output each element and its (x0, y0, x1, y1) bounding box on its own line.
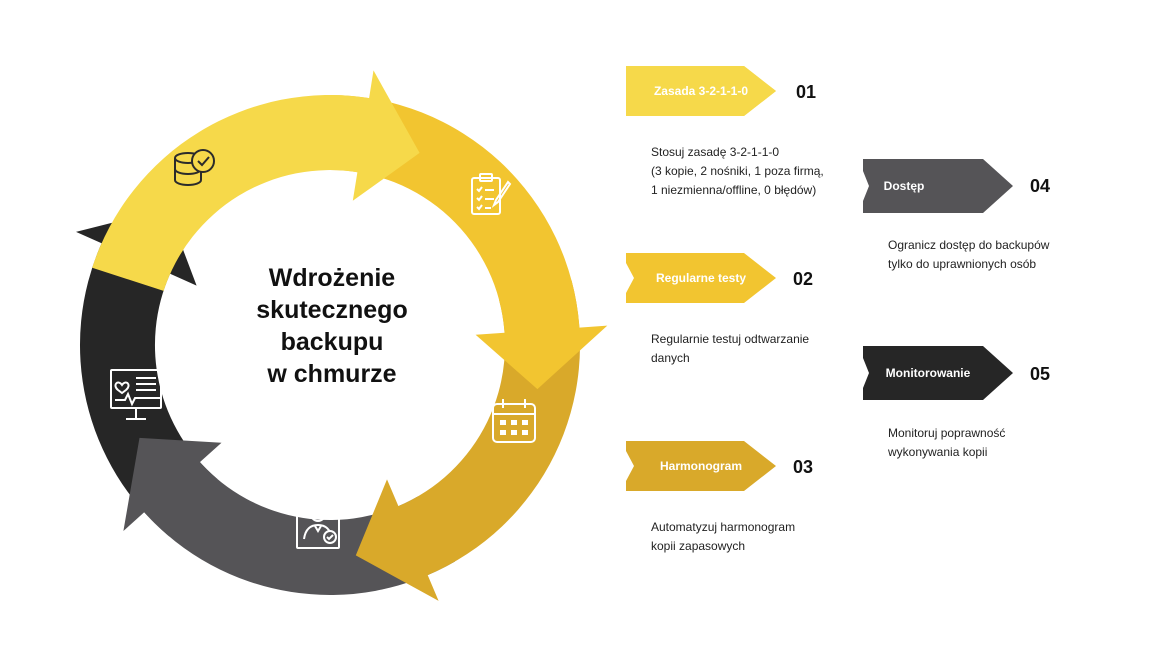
center-title-line: Wdrożenie (268, 264, 396, 292)
step-description-line: Regularnie testuj odtwarzanie (651, 332, 810, 346)
step-description-line: wykonywania kopii (888, 445, 988, 459)
step-description-line: tylko do uprawnionych osób (888, 257, 1037, 271)
step-number-05: 05 (1030, 364, 1051, 384)
step-tag-arrow (626, 66, 776, 116)
step-number-02: 02 (793, 269, 814, 289)
step-description-line: kopii zapasowych (651, 539, 746, 553)
step-tag-label: Regularne testy (655, 271, 747, 285)
step-description-05: Monitoruj poprawność wykonywania kopii (888, 424, 1005, 462)
step-tag-01: Zasada 3-2-1-1-0 (626, 66, 776, 116)
step-description-line: Automatyzuj harmonogram (651, 520, 796, 534)
step-description-line: 1 niezmienna/offline, 0 błędów) (651, 183, 817, 197)
step-tag-arrow (863, 346, 1013, 400)
step-tag-02: Regularne testy (626, 253, 776, 303)
cycle-segment-01 (92, 70, 420, 291)
clipboard-checklist-icon (471, 173, 512, 215)
step-description-line: (3 kopie, 2 nośniki, 1 poza firmą, (651, 164, 824, 178)
step-tag-arrow (863, 159, 1013, 213)
step-number-04: 04 (1030, 176, 1051, 196)
center-title-line: w chmurze (267, 360, 397, 388)
step-description-line: Monitoruj poprawność (888, 426, 1006, 440)
step-tag-label: Monitorowanie (885, 366, 971, 380)
step-tag-arrow (626, 253, 776, 303)
person-badge-icon (296, 497, 340, 549)
health-monitor-icon (110, 369, 162, 420)
database-check-icon (174, 149, 215, 186)
step-description-04: Ogranicz dostęp do backupów tylko do upr… (888, 236, 1049, 274)
step-tag-label: Zasada 3-2-1-1-0 (653, 84, 749, 98)
step-number-01: 01 (796, 82, 817, 102)
step-description-03: Automatyzuj harmonogram kopii zapasowych (651, 518, 795, 556)
step-tag-05: Monitorowanie (863, 346, 1013, 400)
step-description-02: Regularnie testuj odtwarzanie danych (651, 330, 809, 368)
center-title: Wdrożenie skutecznego backupu w chmurze (222, 262, 442, 390)
step-description-line: Ogranicz dostęp do backupów (888, 238, 1050, 252)
step-tag-label: Harmonogram (659, 459, 742, 473)
calendar-icon (492, 399, 536, 443)
step-tag-03: Harmonogram (626, 441, 776, 491)
step-number-03: 03 (793, 457, 814, 477)
step-description-line: Stosuj zasadę 3-2-1-1-0 (651, 145, 780, 159)
step-tag-04: Dostęp (863, 159, 1013, 213)
cycle-segment-02 (330, 95, 608, 390)
step-description-01: Stosuj zasadę 3-2-1-1-0 (3 kopie, 2 nośn… (651, 143, 824, 200)
center-title-line: skutecznego (256, 296, 408, 324)
center-title-line: backupu (280, 328, 384, 356)
step-tag-arrow (626, 441, 776, 491)
step-tag-label: Dostęp (883, 179, 925, 193)
cycle-diagram (76, 70, 608, 601)
step-description-line: danych (651, 351, 690, 365)
